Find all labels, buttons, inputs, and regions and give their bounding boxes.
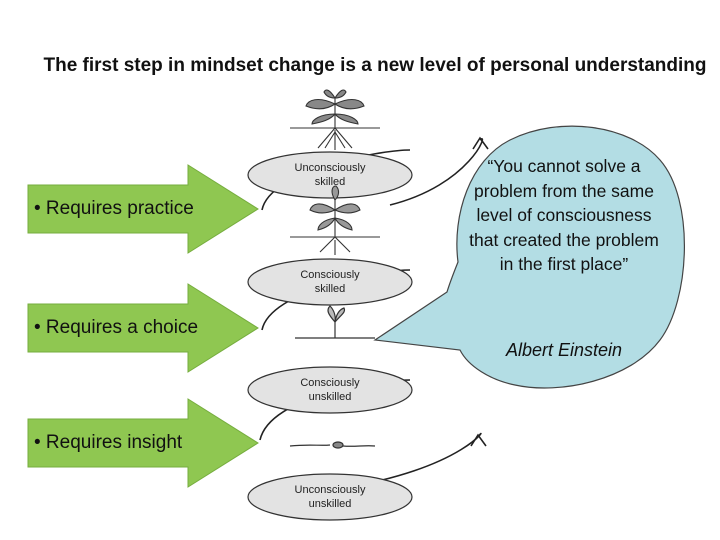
stage-label-line: Consciously <box>300 269 360 281</box>
quote-bubble <box>373 125 685 389</box>
stage-label-line: Consciously <box>300 377 360 389</box>
mature-plant-icon <box>290 89 380 150</box>
arrow-label-insight: • Requires insight <box>34 432 183 453</box>
quote-author: Albert Einstein <box>505 340 623 360</box>
stage-label-line: skilled <box>314 283 346 295</box>
practice-arrow <box>27 164 259 254</box>
arrow-label-practice: • Requires practice <box>34 198 194 219</box>
page-title: The first step in mindset change is a ne… <box>43 55 707 76</box>
stage-ellipse-consciously-skilled <box>247 258 413 306</box>
stage-label-unconsciously-skilled: Unconsciously skilled <box>275 161 385 189</box>
sprout-icon <box>295 305 375 339</box>
arrow-label-choice: • Requires a choice <box>34 317 199 338</box>
quote-text: “You cannot solve a problem from the sam… <box>469 156 659 274</box>
stage-ellipse-consciously-unskilled <box>247 366 413 414</box>
choice-arrow <box>27 283 259 373</box>
stage-label-line: Unconsciously <box>294 484 366 496</box>
insight-arrow <box>27 398 259 488</box>
stage-label-consciously-skilled: Consciously skilled <box>275 268 385 296</box>
seed-icon <box>289 441 376 449</box>
young-plant-icon <box>290 185 380 255</box>
stage-label-consciously-unskilled: Consciously unskilled <box>275 376 385 404</box>
stage-label-line: skilled <box>314 176 346 188</box>
stage-label-unconsciously-unskilled: Unconsciously unskilled <box>275 483 385 511</box>
stage-label-line: unskilled <box>308 498 352 510</box>
stage-ellipse-unconsciously-unskilled <box>247 473 413 521</box>
stage-label-line: Unconsciously <box>294 162 366 174</box>
stage-label-line: unskilled <box>308 391 352 403</box>
stage-ellipse-unconsciously-skilled <box>247 151 413 199</box>
